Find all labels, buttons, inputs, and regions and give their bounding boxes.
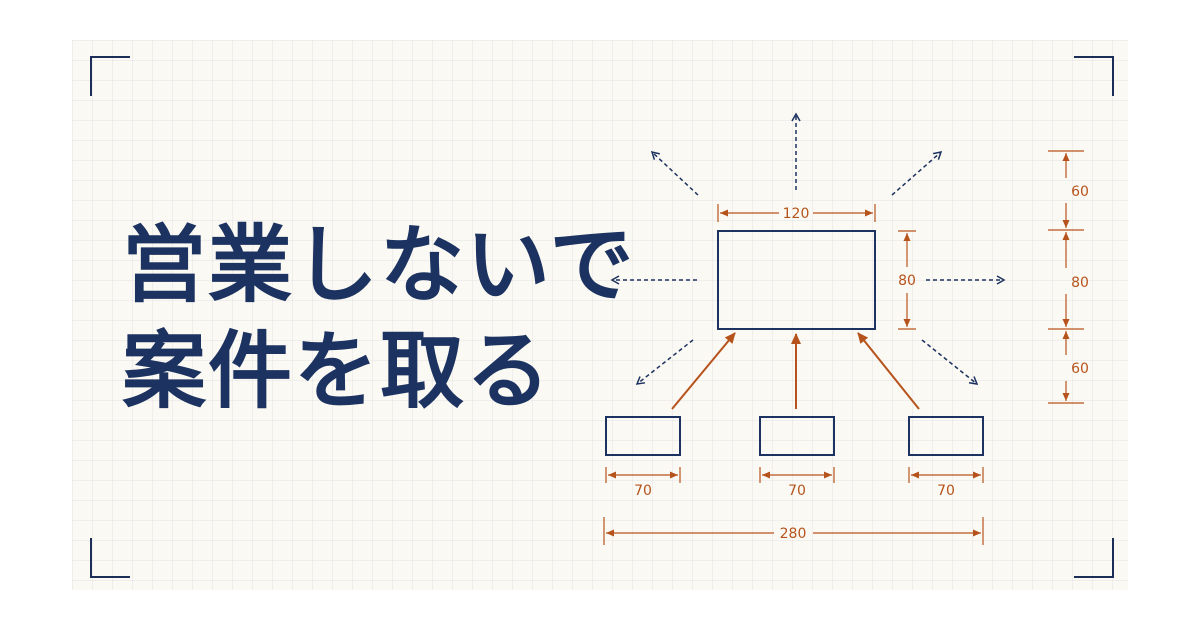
inbound-arrow-right	[857, 332, 920, 410]
blueprint-background	[72, 40, 1128, 590]
dim-label-sub-center: 70	[788, 483, 806, 499]
corner-mark-bottom-left	[90, 538, 130, 578]
dim-label-total-width: 280	[780, 526, 807, 542]
sub-box-right	[908, 416, 984, 456]
dim-label-main-width: 120	[783, 206, 810, 222]
dim-label-side-top: 60	[1071, 184, 1089, 200]
sub-box-center	[759, 416, 835, 456]
dim-label-side-bottom: 60	[1071, 361, 1089, 377]
corner-mark-top-right	[1074, 56, 1114, 96]
inbound-arrow-left	[671, 332, 736, 410]
outward-arrow-down-right	[921, 339, 979, 385]
headline-line-2: 案件を取る	[122, 322, 553, 420]
outward-arrow-up-left	[650, 150, 699, 196]
sub-box-left	[605, 416, 681, 456]
outward-arrow-up-right	[891, 151, 943, 196]
outward-arrow-down-left	[635, 339, 694, 385]
headline: 営業しないで 案件を取る	[122, 212, 635, 424]
dim-label-main-height: 80	[898, 273, 916, 289]
corner-mark-top-left	[90, 56, 130, 96]
dim-label-sub-left: 70	[634, 483, 652, 499]
dim-label-side-middle: 80	[1071, 275, 1089, 291]
main-box	[717, 230, 876, 330]
headline-line-1: 営業しないで	[122, 216, 636, 314]
corner-mark-bottom-right	[1074, 538, 1114, 578]
dim-label-sub-right: 70	[937, 483, 955, 499]
